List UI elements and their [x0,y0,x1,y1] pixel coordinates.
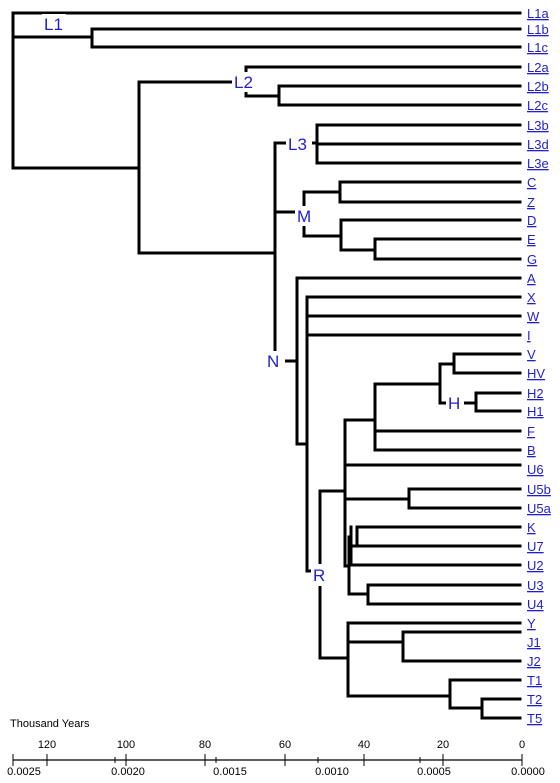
leaf-label[interactable]: J2 [527,654,541,669]
branch-r-upper [343,418,522,568]
leaf-label[interactable]: J1 [527,635,541,650]
leaf-label[interactable]: L1a [527,6,549,21]
axis-tick-label-bottom: 0.0015 [213,766,247,778]
branch-n-inner [295,276,522,446]
branch-xwi [305,295,522,573]
leaf-label[interactable]: U2 [527,558,544,573]
axis-tick-label-top: 60 [279,739,291,751]
branch-l2-l3-n [137,80,277,255]
branch-l3 [315,123,522,165]
leaf-label[interactable]: L3b [527,118,549,133]
leaf-label[interactable]: U5b [527,482,551,497]
clade-label-h: H [448,394,460,413]
clade-label-l2: L2 [234,73,253,92]
axis-tick-label-top: 120 [38,739,56,751]
axis-tick-label-top: 20 [437,739,449,751]
axis-tick-label-top: 0 [519,739,525,751]
clade-label-m: M [297,207,311,226]
axis-ticks [12,754,523,766]
leaf-label[interactable]: H1 [527,404,544,419]
leaf-label[interactable]: L1c [527,40,548,55]
branch-u5 [343,487,522,510]
leaf-label[interactable]: A [527,271,536,286]
clade-labels: L1 L2 L3 M N H R [42,14,464,586]
leaf-label[interactable]: U7 [527,539,544,554]
clade-label-n: N [267,352,279,371]
branch-root [11,35,141,170]
leaf-label[interactable]: L1b [527,22,549,37]
leaf-label[interactable]: U3 [527,578,544,593]
clade-label-l3: L3 [288,135,307,154]
axis-tick-label-top: 80 [199,739,211,751]
axis-tick-label-top: 100 [117,739,135,751]
branch-k-u [347,525,522,606]
leaf-label[interactable]: B [527,443,536,458]
branch-jt [346,621,522,720]
axis-tick-label-bottom: 0.0005 [417,766,451,778]
axis-tick-label-top: 40 [358,739,370,751]
branch-l1 [11,11,522,49]
leaf-label[interactable]: L2c [527,98,548,113]
leaf-label[interactable]: W [527,309,540,324]
leaf-label[interactable]: F [527,424,535,439]
leaf-label[interactable]: Y [527,616,536,631]
axis-tick-label-bottom: 0.0020 [111,766,145,778]
clade-label-l1: L1 [44,15,63,34]
axis-tick-label-bottom: 0.0010 [315,766,349,778]
axis-tick-label-bottom: 0.0025 [7,766,41,778]
leaf-label[interactable]: I [527,328,531,343]
leaf-label[interactable]: T5 [527,711,542,726]
leaf-label[interactable]: U4 [527,597,544,612]
leaf-label[interactable]: K [527,520,536,535]
branch-l2 [244,65,522,107]
leaf-label[interactable]: E [527,232,536,247]
leaf-label[interactable]: C [527,175,536,190]
branch-h [373,352,522,452]
leaf-label[interactable]: U5a [527,501,552,516]
clade-label-r: R [313,566,325,585]
leaf-label[interactable]: X [527,290,536,305]
axis-title: Thousand Years [10,718,90,730]
leaf-label[interactable]: U6 [527,462,544,477]
axis-tick-label-bottom: 0.0000 [511,766,545,778]
leaf-label[interactable]: L2b [527,79,549,94]
leaf-label[interactable]: H2 [527,386,544,401]
leaf-label[interactable]: T1 [527,673,542,688]
leaf-label[interactable]: D [527,213,536,228]
leaf-label[interactable]: HV [527,366,545,381]
time-axis: Thousand Years 120 100 80 60 40 20 0 0.0… [7,718,545,778]
leaf-label[interactable]: L3e [527,156,549,171]
leaf-label[interactable]: L3d [527,137,549,152]
leaf-label[interactable]: T2 [527,692,542,707]
leaf-label[interactable]: G [527,252,537,267]
leaf-label[interactable]: L2a [527,60,549,75]
leaf-label[interactable]: V [527,347,536,362]
leaf-labels: L1a L1b L1c L2a L2b L2c L3b L3d L3e C Z … [527,6,552,726]
leaf-label[interactable]: Z [527,195,535,210]
branch-m [302,180,522,261]
